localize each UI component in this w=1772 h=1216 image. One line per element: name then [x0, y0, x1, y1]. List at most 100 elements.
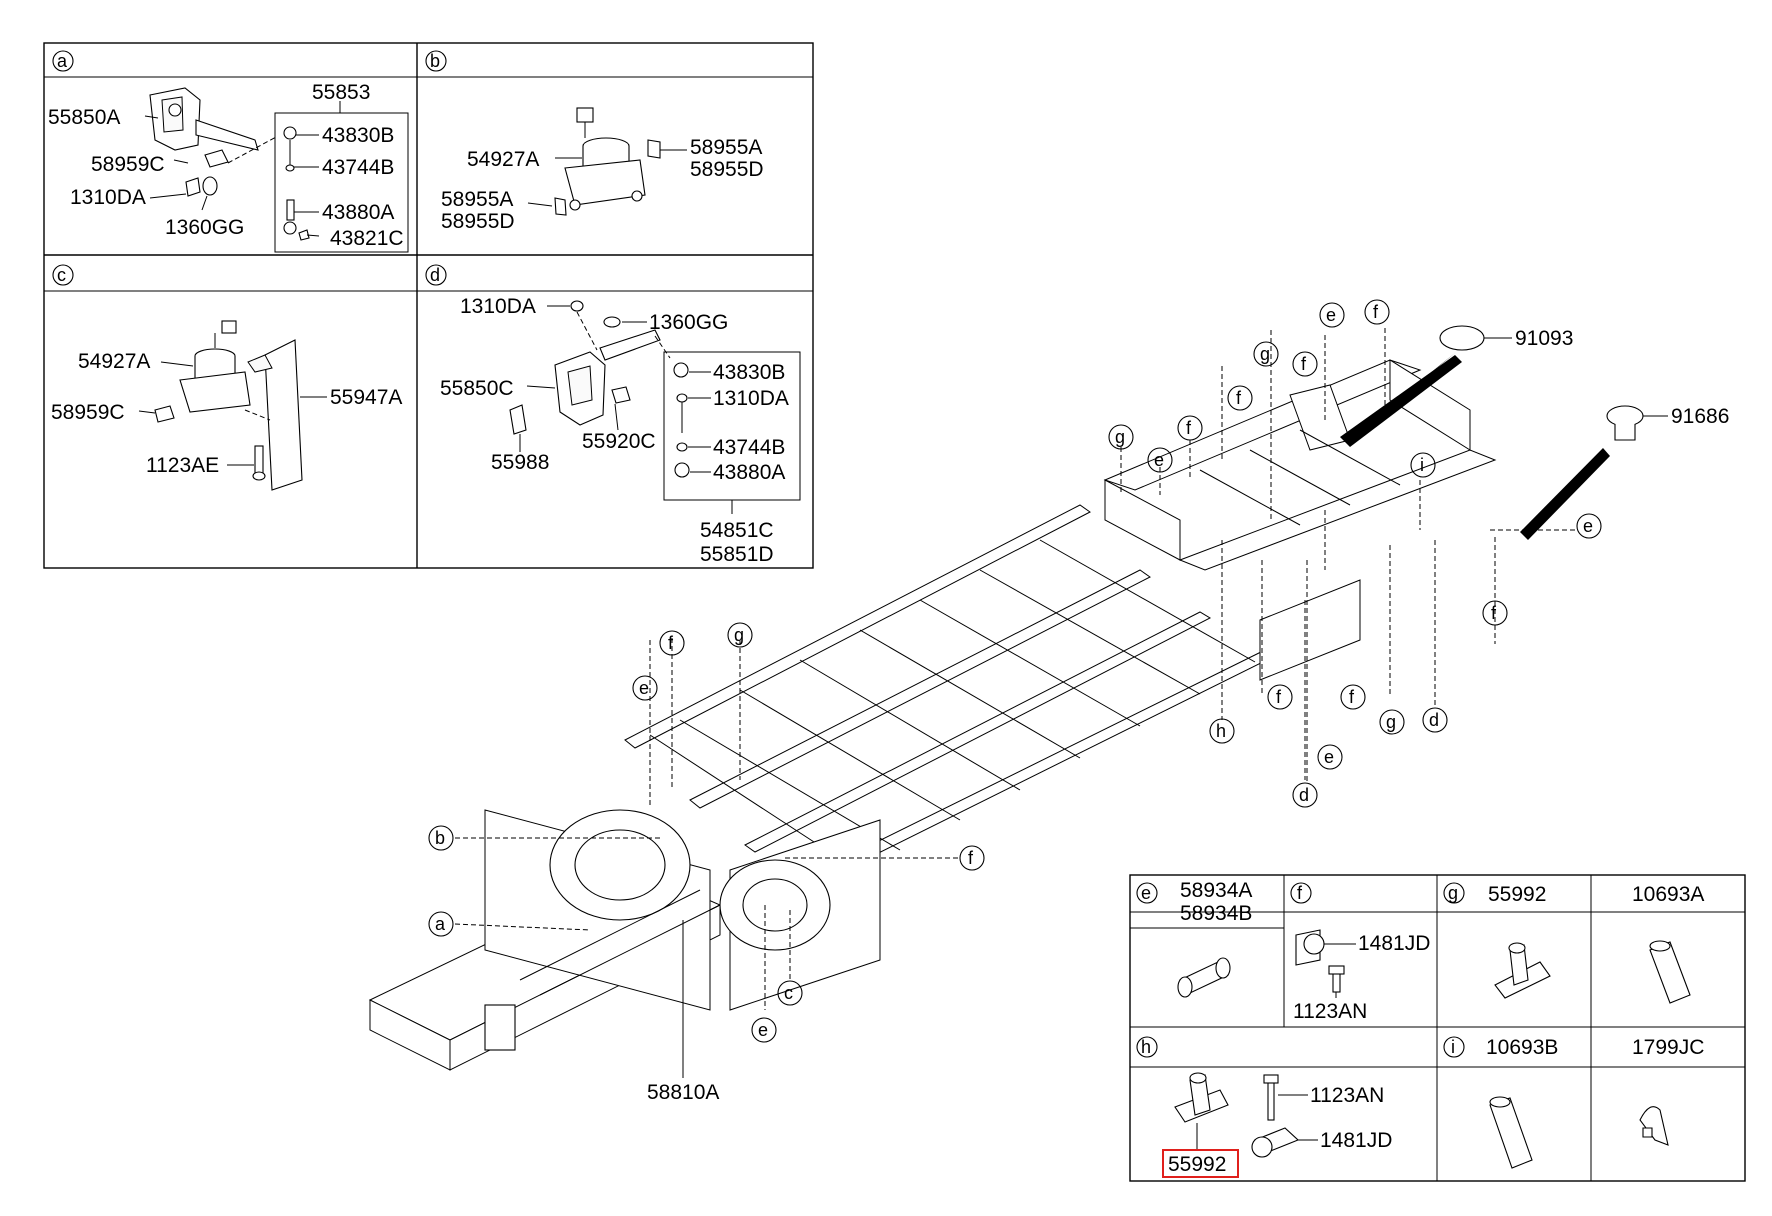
label-58934B: 58934B [1180, 902, 1252, 925]
callout-e-main4: e [1326, 305, 1336, 325]
label-1481JD-h: 1481JD [1320, 1129, 1392, 1152]
callout-c-main: c [784, 983, 793, 1003]
label-58959C-c: 58959C [51, 401, 125, 424]
label-54851C: 54851C [700, 519, 774, 542]
detail-g: g 55992 [1443, 882, 1551, 999]
detail-10693A: 10693A [1632, 883, 1704, 1004]
callout-circle-b [425, 50, 447, 72]
label-43744B-d: 43744B [713, 436, 785, 459]
label-55947A: 55947A [330, 386, 402, 409]
label-43830B-d: 43830B [713, 361, 785, 384]
detail-panel-efghi [1129, 874, 1746, 1182]
callout-e-main1: e [639, 678, 649, 698]
label-43880A: 43880A [322, 201, 394, 224]
callout-f-main9: f [1349, 687, 1355, 707]
callout-g-main4: g [1386, 712, 1396, 732]
callout-f-main4: f [1236, 388, 1242, 408]
label-58955A-b1: 58955A [690, 136, 762, 159]
label-43880A-d: 43880A [713, 461, 785, 484]
label-43821C: 43821C [330, 227, 404, 250]
callout-circle-c [52, 264, 74, 286]
label-1310DA-d1: 1310DA [460, 295, 536, 318]
plug-91686 [1606, 405, 1644, 427]
callout-f-main1: f [668, 633, 674, 653]
pointer-wedge-91686 [1520, 448, 1610, 540]
highlight-box-55992 [1162, 1149, 1239, 1178]
connector [576, 107, 594, 123]
label-55992-h: 55992 [1168, 1153, 1226, 1176]
sleeve-10693B [1489, 1097, 1533, 1169]
callout-g-main1: g [734, 625, 744, 645]
callout-e-main2: e [758, 1020, 768, 1040]
sensor-arm [195, 119, 259, 151]
callout-e-box: e [1141, 883, 1151, 903]
label-1123AE: 1123AE [146, 454, 219, 477]
callout-b: b [430, 51, 440, 71]
callout-circle-d [425, 264, 447, 286]
label-58955D-b2: 58955D [441, 210, 515, 233]
callout-i-main: i [1420, 455, 1424, 475]
label-55992-g: 55992 [1488, 883, 1546, 906]
detail-1799JC: 1799JC [1632, 1036, 1704, 1146]
label-1481JD-f: 1481JD [1358, 932, 1430, 955]
callout-g-main2: g [1115, 427, 1125, 447]
clip-1799JC [1639, 1106, 1669, 1146]
detail-h: h 1123AN 1481JD 55992 [1136, 1036, 1392, 1178]
solenoid-valve-body [564, 159, 646, 206]
detail-d: d 1310DA 1360GG 55850C 43830B 1310DA 559… [425, 264, 801, 566]
label-58810A: 58810A [647, 1081, 719, 1104]
air-line-ladder [624, 504, 1277, 888]
label-54927A-b: 54927A [467, 148, 539, 171]
callout-f-main7: f [1491, 603, 1497, 623]
label-43744B: 43744B [322, 156, 394, 179]
label-1799JC: 1799JC [1632, 1036, 1704, 1059]
callout-f-main5: f [1301, 354, 1307, 374]
callout-circle-a [52, 50, 74, 72]
label-91686: 91686 [1671, 405, 1729, 428]
callout-h-main: h [1216, 721, 1226, 741]
callout-e-main3: e [1154, 450, 1164, 470]
chassis-illustration: 91093 91686 58810A [368, 325, 1729, 1104]
label-54927A-c: 54927A [78, 350, 150, 373]
label-43830B: 43830B [322, 124, 394, 147]
callout-f-main3: f [1186, 418, 1192, 438]
solenoid-valve-c [179, 371, 251, 413]
callout-c: c [57, 265, 66, 285]
detail-i: i 10693B [1443, 1036, 1558, 1169]
label-10693A: 10693A [1632, 883, 1704, 906]
mounting-bracket-55947A [264, 339, 303, 491]
callout-b-main: b [435, 828, 445, 848]
label-10693B: 10693B [1486, 1036, 1558, 1059]
callout-i-box: i [1451, 1037, 1455, 1057]
label-55850A: 55850A [48, 106, 120, 129]
callout-h-box: h [1141, 1037, 1151, 1057]
label-1360GG-d: 1360GG [649, 311, 728, 334]
label-91093: 91093 [1515, 327, 1573, 350]
label-58959C: 58959C [91, 153, 165, 176]
label-55988: 55988 [491, 451, 549, 474]
callout-g-main3: g [1260, 344, 1270, 364]
detail-panel-abcd [43, 42, 814, 569]
callout-d-main1: d [1429, 710, 1439, 730]
callout-a: a [57, 51, 68, 71]
callout-d: d [430, 265, 440, 285]
label-1310DA: 1310DA [70, 186, 146, 209]
label-55850C: 55850C [440, 377, 514, 400]
callout-g-box: g [1448, 883, 1458, 903]
callout-f-box: f [1297, 883, 1303, 903]
label-55853: 55853 [312, 81, 370, 104]
callout-e-main5: e [1583, 516, 1593, 536]
label-1310DA-d2: 1310DA [713, 387, 789, 410]
detail-c: c 54927A 55947A 58959C 1123AE [51, 264, 402, 491]
callout-d-main2: d [1299, 785, 1309, 805]
main-callouts: b a e f g f c e g e f f g f e f i e f h … [428, 299, 1602, 1043]
plug-91093 [1439, 325, 1485, 351]
label-58955A-b2: 58955A [441, 188, 513, 211]
rear-chassis-frame [1103, 359, 1497, 681]
label-55851D: 55851D [700, 543, 774, 566]
callout-f-main8: f [1276, 687, 1282, 707]
label-58934A: 58934A [1180, 879, 1252, 902]
label-1360GG: 1360GG [165, 216, 244, 239]
label-1123AN-f: 1123AN [1293, 1000, 1367, 1023]
